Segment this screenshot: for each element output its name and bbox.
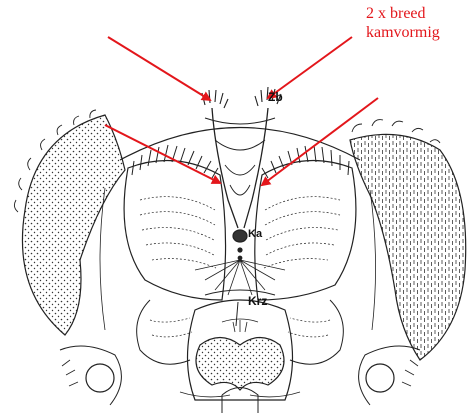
left-lobe — [22, 115, 125, 335]
annotation-text: 2 x breed kamvormig — [366, 4, 440, 42]
annotation-line-1: 2 x breed — [366, 4, 440, 23]
arrow-top-left — [108, 37, 210, 100]
drawing-group — [14, 87, 465, 413]
bilobed-body — [196, 338, 284, 391]
ka-structure — [233, 230, 247, 242]
label-krz: Krz — [248, 294, 267, 308]
left-comb-plate — [124, 160, 225, 300]
outer-arc — [120, 128, 360, 161]
label-zb: Zb — [268, 90, 283, 104]
label-ka: Ka — [248, 228, 262, 240]
right-lobe — [350, 134, 466, 360]
right-comb-plate — [255, 160, 356, 300]
annotation-line-2: kamvormig — [366, 23, 440, 42]
zb-right-stalk — [244, 108, 268, 228]
arrow-top-right — [268, 37, 352, 98]
zb-left-stalk — [212, 108, 238, 228]
